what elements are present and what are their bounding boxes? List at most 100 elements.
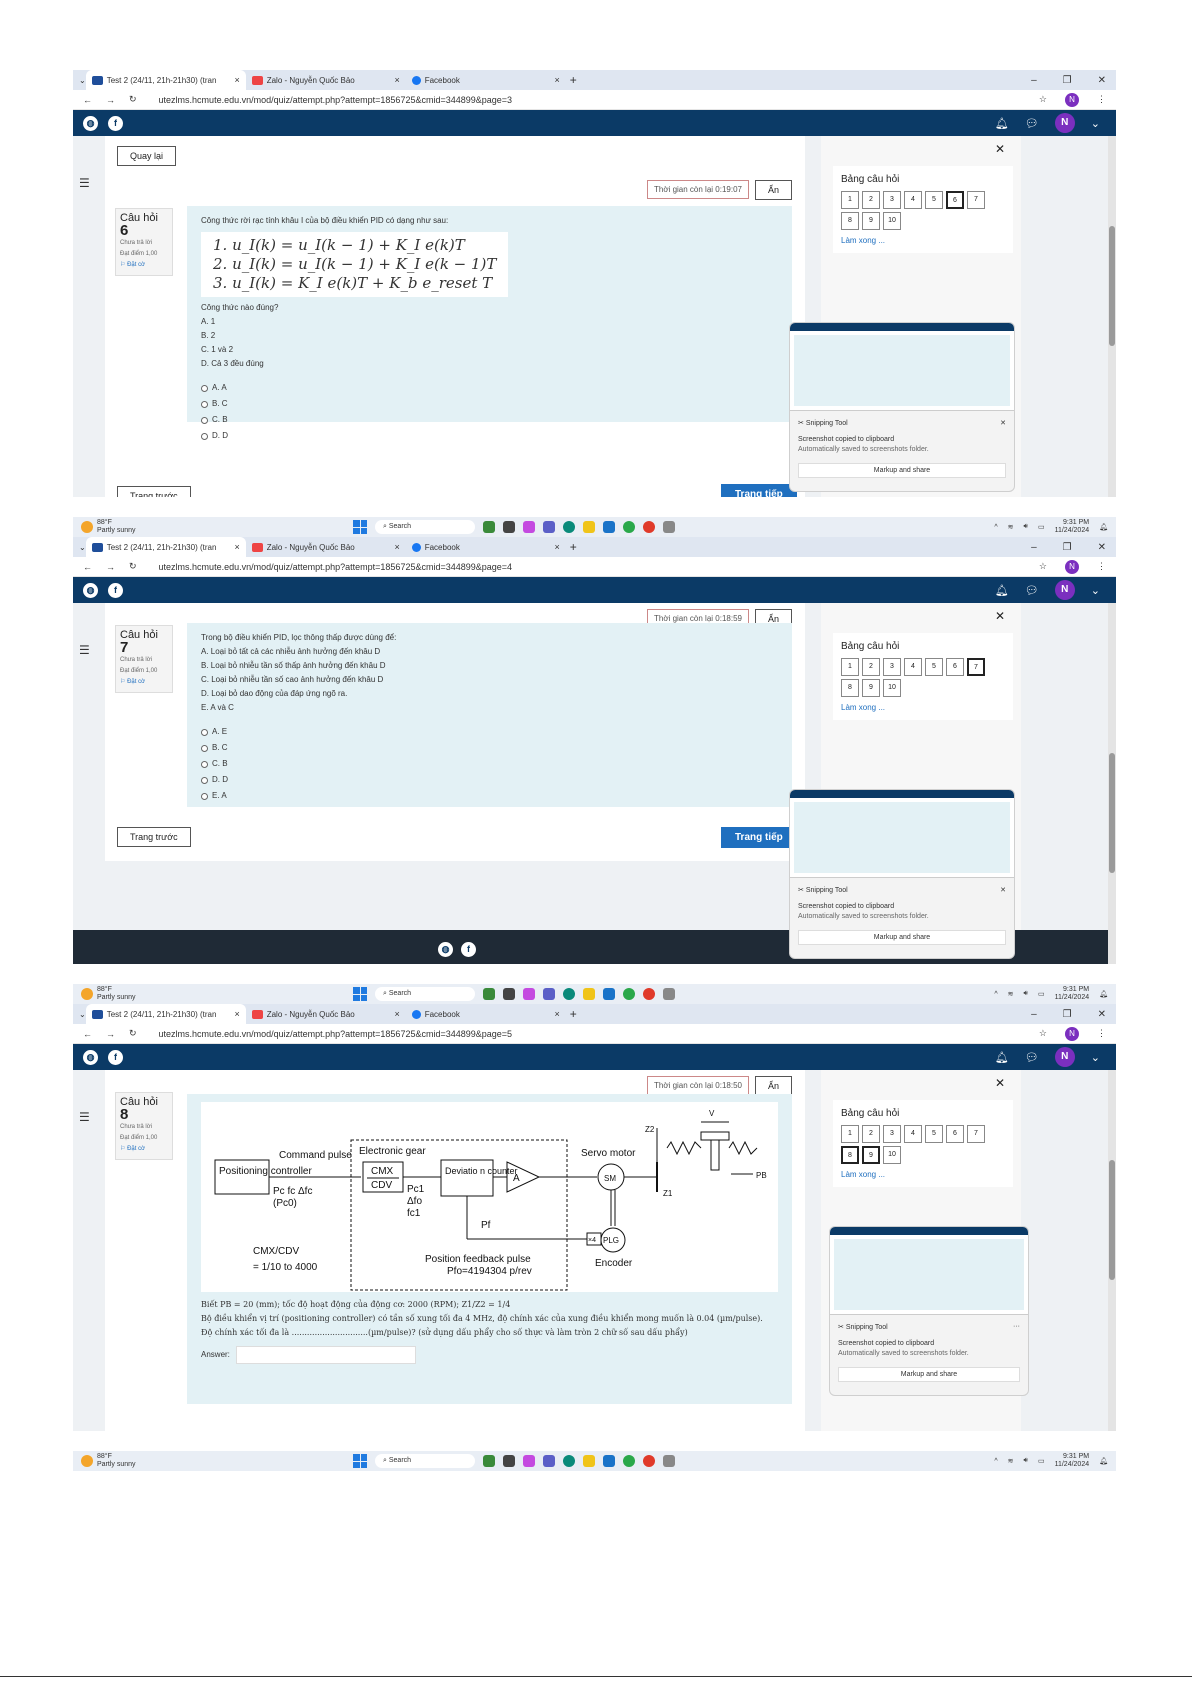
teams-icon[interactable] <box>543 1455 555 1467</box>
markup-share-button[interactable]: Markup and share <box>798 930 1006 945</box>
close-icon[interactable]: ✕ <box>1000 887 1006 894</box>
chrome-icon[interactable] <box>623 988 635 1000</box>
tab-facebook[interactable]: Facebook× <box>406 1004 566 1024</box>
copilot-icon[interactable] <box>523 988 535 1000</box>
minimize-icon[interactable]: – <box>1031 541 1037 553</box>
volume-icon[interactable]: 🔊︎ <box>1023 1457 1028 1464</box>
tab-zalo[interactable]: Zalo - Nguyễn Quốc Bảo× <box>246 70 406 90</box>
nav-cell[interactable]: 1 <box>841 1125 859 1143</box>
volume-icon[interactable]: 🔊︎ <box>1023 990 1028 997</box>
prev-button[interactable]: Trang trước <box>117 486 191 497</box>
taskbar-search[interactable]: ⌕ Search <box>375 987 475 1001</box>
list-icon[interactable]: ☰ <box>79 643 90 657</box>
profile-icon[interactable]: N <box>1065 559 1079 574</box>
facebook-icon[interactable]: f <box>108 115 123 131</box>
nav-cell[interactable]: 8 <box>841 679 859 697</box>
nav-cell[interactable]: 2 <box>862 1125 880 1143</box>
chevron-up-icon[interactable]: ^ <box>994 1457 998 1465</box>
nav-cell[interactable]: 10 <box>883 679 901 697</box>
star-icon[interactable]: ☆ <box>1038 1028 1047 1038</box>
edge-icon[interactable] <box>563 521 575 533</box>
tab-list-chevron-icon[interactable]: ⌄ <box>79 1009 86 1019</box>
widgets-icon[interactable] <box>483 521 495 533</box>
nav-cell[interactable]: 9 <box>862 212 880 230</box>
radio-button[interactable] <box>201 432 208 440</box>
nav-cell[interactable]: 3 <box>883 1125 901 1143</box>
next-button[interactable]: Trang tiếp <box>721 827 797 848</box>
close-icon[interactable]: × <box>394 1009 400 1019</box>
answer-input[interactable] <box>235 1346 416 1364</box>
chevron-down-icon[interactable]: ⌄ <box>1090 584 1100 597</box>
forward-icon[interactable]: → <box>106 94 115 105</box>
globe-icon[interactable]: ◍ <box>83 582 98 598</box>
answer-option[interactable]: C. B <box>201 413 778 427</box>
tab-list-chevron-icon[interactable]: ⌄ <box>79 75 86 85</box>
tab-facebook[interactable]: Facebook× <box>406 70 566 90</box>
wps-icon[interactable] <box>643 1455 655 1467</box>
snipping-tool-notification[interactable]: ✂ Snipping Tool✕ Screenshot copied to cl… <box>789 789 1015 959</box>
windows-start-icon[interactable] <box>353 1454 367 1468</box>
new-tab-icon[interactable]: + <box>569 73 577 87</box>
chevron-down-icon[interactable]: ⌄ <box>1090 1051 1100 1064</box>
reload-icon[interactable]: ↻ <box>129 1028 137 1038</box>
chrome-icon[interactable] <box>623 521 635 533</box>
nav-cell[interactable]: 5 <box>925 658 943 676</box>
nav-cell[interactable]: 10 <box>883 212 901 230</box>
nav-cell[interactable]: 10 <box>883 1146 901 1164</box>
back-button[interactable]: Quay lại <box>117 146 177 166</box>
nav-cell[interactable]: 4 <box>904 658 922 676</box>
notification-icon[interactable]: 🔔︎ <box>1099 1458 1108 1465</box>
widgets-icon[interactable] <box>483 988 495 1000</box>
battery-icon[interactable]: ▭ <box>1037 991 1045 998</box>
avatar[interactable]: N <box>1054 1047 1075 1067</box>
nav-cell[interactable]: 1 <box>841 191 859 209</box>
chat-icon[interactable]: 💬︎ <box>1024 584 1039 597</box>
file-explorer-icon[interactable] <box>583 1455 595 1467</box>
avatar[interactable]: N <box>1054 113 1075 133</box>
battery-icon[interactable]: ▭ <box>1037 524 1045 531</box>
close-icon[interactable]: × <box>234 75 240 85</box>
star-icon[interactable]: ☆ <box>1038 94 1047 104</box>
close-icon[interactable]: × <box>394 542 400 552</box>
nav-cell-current[interactable]: 8 <box>841 1146 859 1164</box>
tab-zalo[interactable]: Zalo - Nguyễn Quốc Bảo× <box>246 537 406 557</box>
tab-zalo[interactable]: Zalo - Nguyễn Quốc Bảo× <box>246 1004 406 1024</box>
tab-quiz[interactable]: Test 2 (24/11, 21h-21h30) (tran× <box>85 70 246 90</box>
edge-icon[interactable] <box>563 988 575 1000</box>
bell-icon[interactable]: 🔔︎ <box>994 584 1009 597</box>
profile-icon[interactable]: N <box>1065 92 1079 107</box>
radio-button[interactable] <box>201 776 208 784</box>
list-icon[interactable]: ☰ <box>79 176 90 190</box>
finish-attempt-link[interactable]: Làm xong ... <box>841 703 886 712</box>
nav-cell-current[interactable]: 7 <box>967 658 985 676</box>
teams-icon[interactable] <box>543 521 555 533</box>
tab-facebook[interactable]: Facebook× <box>406 537 566 557</box>
window-close-icon[interactable]: ✕ <box>1097 541 1106 553</box>
tab-quiz[interactable]: Test 2 (24/11, 21h-21h30) (tran× <box>85 537 246 557</box>
avatar[interactable]: N <box>1054 580 1075 600</box>
more-icon[interactable]: ⋮ <box>1097 561 1106 571</box>
facebook-icon[interactable]: f <box>108 582 123 598</box>
finish-attempt-link[interactable]: Làm xong ... <box>841 1170 886 1179</box>
reload-icon[interactable]: ↻ <box>129 561 137 571</box>
globe-icon[interactable]: ◍ <box>83 115 98 131</box>
new-tab-icon[interactable]: + <box>569 540 577 554</box>
nav-cell[interactable]: 6 <box>946 1125 964 1143</box>
volume-icon[interactable]: 🔊︎ <box>1023 523 1028 530</box>
answer-option[interactable]: A. A <box>201 381 778 395</box>
close-icon[interactable]: × <box>554 1009 560 1019</box>
scrollbar[interactable] <box>1108 136 1116 497</box>
close-icon[interactable]: × <box>234 542 240 552</box>
nav-cell-current[interactable]: 9 <box>862 1146 880 1164</box>
close-icon[interactable]: ✕ <box>994 1076 1005 1090</box>
reload-icon[interactable]: ↻ <box>129 94 137 104</box>
new-tab-icon[interactable]: + <box>569 1007 577 1021</box>
facebook-icon[interactable]: f <box>461 942 476 957</box>
back-icon[interactable]: ← <box>83 1028 92 1039</box>
radio-button[interactable] <box>201 400 208 408</box>
answer-option[interactable]: C. B <box>201 757 778 771</box>
tab-list-chevron-icon[interactable]: ⌄ <box>79 542 86 552</box>
